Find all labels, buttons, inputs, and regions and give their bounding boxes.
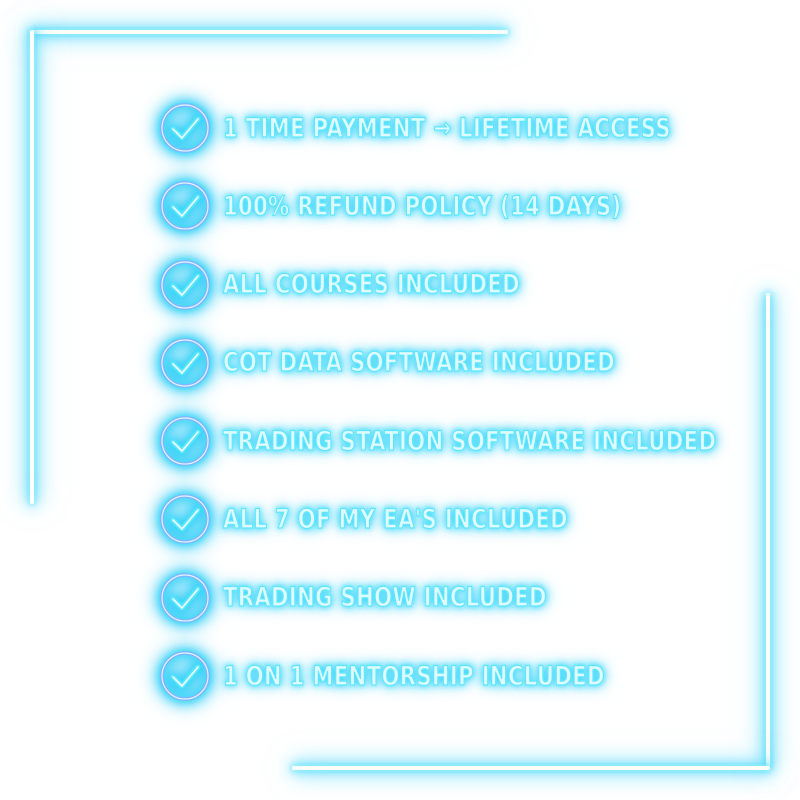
feature-text: COT Data Software Included: [223, 347, 616, 379]
feature-text: 1 on 1 Mentorship Included: [223, 660, 605, 692]
feature-item: 1 on 1 Mentorship Included: [157, 648, 757, 704]
feature-item: COT Data Software Included: [157, 335, 757, 391]
feature-text: Trading Show Included: [223, 582, 547, 614]
check-circle-icon: [157, 570, 213, 626]
feature-item: 1 Time Payment → Lifetime Access: [157, 100, 757, 156]
neon-frame-bottom-vertical: [766, 293, 770, 767]
feature-text: All Courses Included: [223, 268, 521, 301]
check-circle-icon: [157, 648, 213, 704]
feature-text: Trading Station Software Included: [223, 425, 717, 457]
feature-text: All 7 of my EA's Included: [223, 503, 569, 535]
feature-text: 100% Refund Policy (14 Days): [223, 190, 622, 222]
check-circle-icon: [157, 335, 213, 391]
check-circle-icon: [157, 100, 213, 156]
feature-item: Trading Station Software Included: [157, 413, 757, 469]
feature-item: 100% Refund Policy (14 Days): [157, 178, 757, 234]
check-circle-icon: [157, 178, 213, 234]
check-circle-icon: [157, 413, 213, 469]
feature-text: 1 Time Payment → Lifetime Access: [223, 112, 671, 144]
feature-item: Trading Show Included: [157, 570, 757, 626]
feature-item: All Courses Included: [157, 257, 757, 313]
check-circle-icon: [157, 257, 213, 313]
neon-frame-bottom-horizontal: [292, 766, 770, 770]
neon-frame-top-vertical: [30, 30, 34, 504]
neon-frame-top-horizontal: [32, 30, 508, 34]
check-circle-icon: [157, 491, 213, 547]
feature-item: All 7 of my EA's Included: [157, 491, 757, 547]
feature-list: 1 Time Payment → Lifetime Access 100% Re…: [157, 100, 757, 726]
